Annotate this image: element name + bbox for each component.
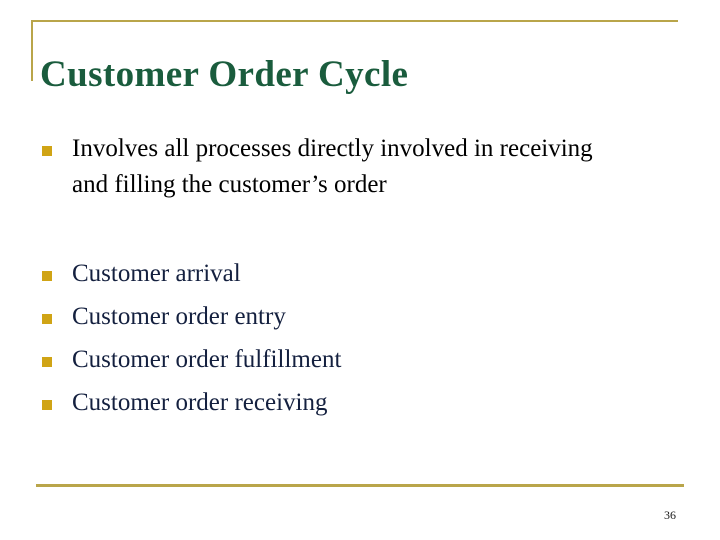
list-item-label: Customer order receiving <box>72 389 328 416</box>
bullet-paragraph-text: Involves all processes directly involved… <box>72 135 593 198</box>
list-item-label: Customer arrival <box>72 260 241 287</box>
title-top-rule <box>31 20 678 22</box>
square-bullet-icon <box>42 271 52 281</box>
bullet-paragraph: Involves all processes directly involved… <box>42 131 672 203</box>
list-item: Customer order receiving <box>42 387 672 418</box>
bullet-list: Customer arrival Customer order entry Cu… <box>42 258 672 418</box>
list-item: Customer order entry <box>42 301 672 332</box>
list-item: Customer order fulfillment <box>42 344 672 375</box>
footer-rule <box>36 484 684 487</box>
square-bullet-icon <box>42 357 52 367</box>
list-item-label: Customer order fulfillment <box>72 346 342 373</box>
square-bullet-icon <box>42 146 52 156</box>
list-item-label: Customer order entry <box>72 303 286 330</box>
slide-body: Involves all processes directly involved… <box>42 131 672 430</box>
page-title: Customer Order Cycle <box>40 53 409 95</box>
list-item: Customer arrival <box>42 258 672 289</box>
square-bullet-icon <box>42 314 52 324</box>
page-number: 36 <box>664 508 676 522</box>
title-left-rule <box>31 20 33 81</box>
square-bullet-icon <box>42 400 52 410</box>
